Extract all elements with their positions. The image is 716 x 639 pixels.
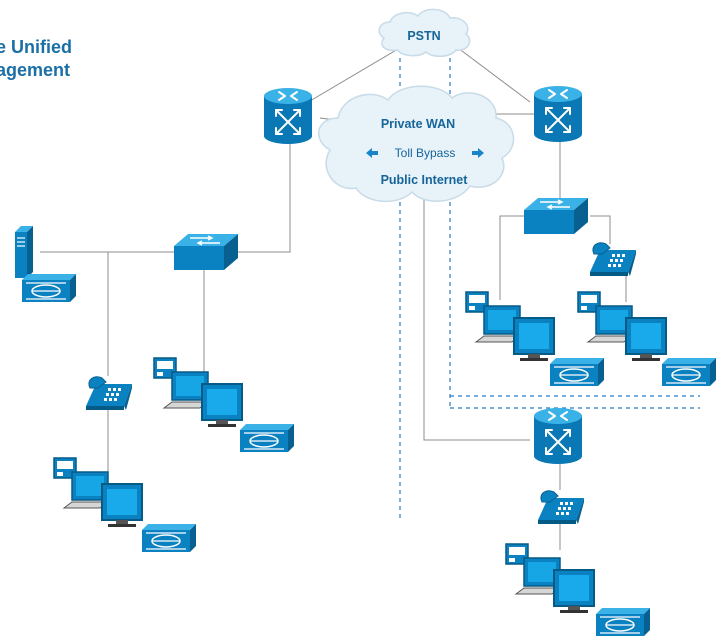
pc-workstation-icon [577, 291, 667, 362]
switch-icon [173, 233, 239, 271]
pc-workstation-icon [465, 291, 555, 362]
diagram-title: sole Unified lanagement [0, 36, 72, 82]
router-icon [533, 85, 583, 143]
router-icon [533, 407, 583, 465]
server-icon [14, 225, 34, 279]
voice-console-icon [661, 357, 716, 387]
ip-phone-icon [537, 490, 585, 525]
wan-cloud: Private WAN Toll Bypass Public Internet [317, 85, 515, 203]
ip-phone-icon [85, 376, 133, 411]
wan-label-public: Public Internet [381, 173, 469, 187]
voice-console-icon [595, 607, 651, 637]
link-router-left-switch [236, 140, 291, 253]
toll-bypass-arrows [366, 148, 484, 158]
voice-console-icon [141, 523, 197, 553]
arrow-left-icon [366, 148, 378, 158]
pc-workstation-icon [153, 357, 243, 428]
pc-workstation-icon [53, 457, 143, 528]
pc-workstation-icon [505, 543, 595, 614]
title-line-1: sole Unified [0, 37, 73, 57]
link-wan-branch-router [423, 190, 530, 441]
pstn-cloud: PSTN [378, 8, 471, 57]
voice-console-icon [21, 273, 77, 303]
link-switch-right-pc1 [499, 215, 524, 300]
ip-phone-icon [589, 242, 637, 277]
switch-icon [523, 197, 589, 235]
arrow-right-icon [472, 148, 484, 158]
voice-console-icon [239, 423, 295, 453]
link-switch-right-phone [590, 215, 611, 244]
voice-console-icon [549, 357, 605, 387]
wan-label-toll-bypass: Toll Bypass [395, 146, 456, 160]
wan-label-private: Private WAN [381, 117, 455, 131]
pstn-label: PSTN [407, 29, 440, 43]
router-icon [263, 87, 313, 145]
title-line-2: lanagement [0, 60, 71, 80]
